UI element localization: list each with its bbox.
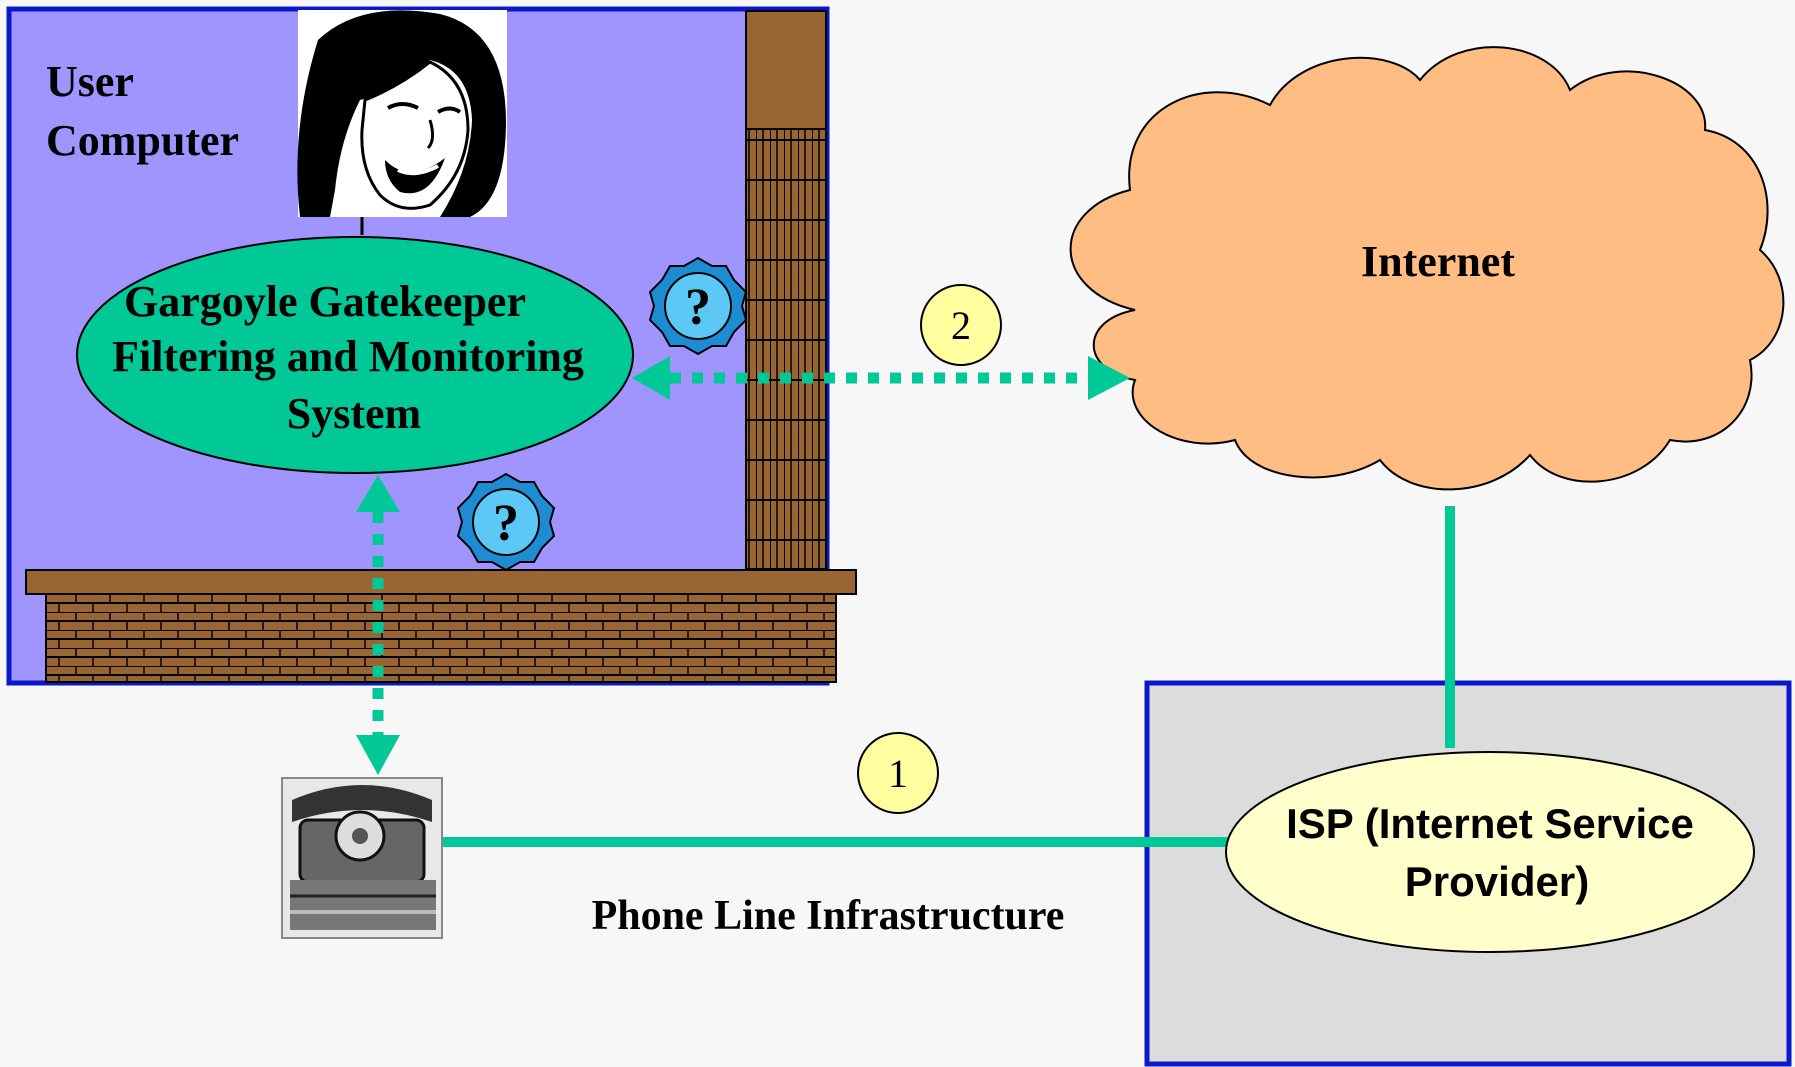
gatekeeper-label-1: Gargoyle Gatekeeper <box>124 277 526 326</box>
internet-label: Internet <box>1361 237 1515 286</box>
user-computer-title-2: Computer <box>46 116 239 165</box>
isp-label-2: Provider) <box>1405 858 1589 905</box>
question-badge-icon: ? <box>493 495 519 552</box>
svg-text:1: 1 <box>888 751 908 796</box>
svg-text:2: 2 <box>951 303 971 348</box>
internet-cloud <box>1069 46 1785 491</box>
user-computer-title: User <box>46 57 134 106</box>
rotary-phone-icon <box>281 777 443 939</box>
marker-1: 1 <box>857 732 939 814</box>
question-badge-upper: ? <box>648 256 748 356</box>
question-badge-lower: ? <box>456 472 556 572</box>
gatekeeper-label-2: Filtering and Monitoring <box>112 332 584 381</box>
gatekeeper-internet-arrow <box>632 356 1130 400</box>
firewall-wall <box>25 10 857 683</box>
isp-label-1: ISP (Internet Service <box>1286 800 1694 847</box>
question-badge-icon: ? <box>685 279 711 336</box>
phone-line-label: Phone Line Infrastructure <box>592 893 1065 939</box>
woman-face-icon <box>297 10 507 235</box>
brick-wall-icon <box>25 569 857 595</box>
isp-ellipse <box>1225 751 1755 953</box>
gatekeeper-ellipse <box>76 236 634 474</box>
gatekeeper-phone-arrow <box>356 475 400 775</box>
gatekeeper-label-3: System <box>287 389 421 438</box>
marker-2: 2 <box>920 284 1002 366</box>
